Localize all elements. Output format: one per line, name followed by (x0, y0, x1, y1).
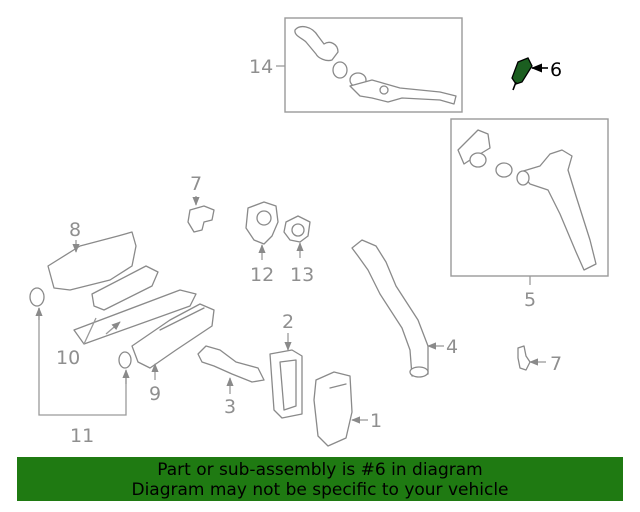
callout-3: 3 (224, 396, 236, 418)
part-14-hose-assembly[interactable] (294, 25, 457, 105)
callout-14: 14 (249, 56, 273, 78)
part-13-gasket[interactable] (283, 215, 311, 243)
part-6-sensor[interactable] (511, 57, 533, 91)
part-9-manifold[interactable] (131, 303, 215, 369)
part-11-seal-rings[interactable] (29, 287, 132, 369)
part-12-housing[interactable] (245, 201, 279, 245)
callout-1: 1 (370, 410, 382, 432)
callout-9: 9 (149, 383, 161, 405)
callout-11: 11 (70, 425, 94, 447)
part-2-bracket[interactable] (269, 349, 303, 419)
part-4-tube[interactable] (351, 239, 429, 378)
callout-5: 5 (524, 289, 536, 311)
banner-line-2: Diagram may not be specific to your vehi… (131, 480, 509, 500)
part-7-bracket-upper[interactable] (187, 205, 215, 233)
part-1-housing[interactable] (313, 371, 353, 447)
callout-12: 12 (250, 264, 274, 286)
callout-7-upper: 7 (190, 173, 202, 195)
part-10-gasket[interactable] (73, 265, 197, 345)
part-3-duct[interactable] (197, 345, 265, 383)
callout-13: 13 (290, 264, 314, 286)
callout-2: 2 (282, 311, 294, 333)
callout-6: 6 (550, 59, 562, 81)
callout-4: 4 (446, 336, 458, 358)
info-banner: Part or sub-assembly is #6 in diagram Di… (17, 457, 623, 501)
part-8-cover[interactable] (47, 231, 137, 291)
part-7-bracket-lower[interactable] (517, 345, 531, 371)
part-5-hose-assembly[interactable] (457, 129, 597, 271)
callout-10: 10 (56, 347, 80, 369)
callout-7-lower: 7 (550, 353, 562, 375)
banner-line-1: Part or sub-assembly is #6 in diagram (157, 460, 483, 480)
group-box-14 (284, 17, 463, 113)
callout-8: 8 (69, 219, 81, 241)
